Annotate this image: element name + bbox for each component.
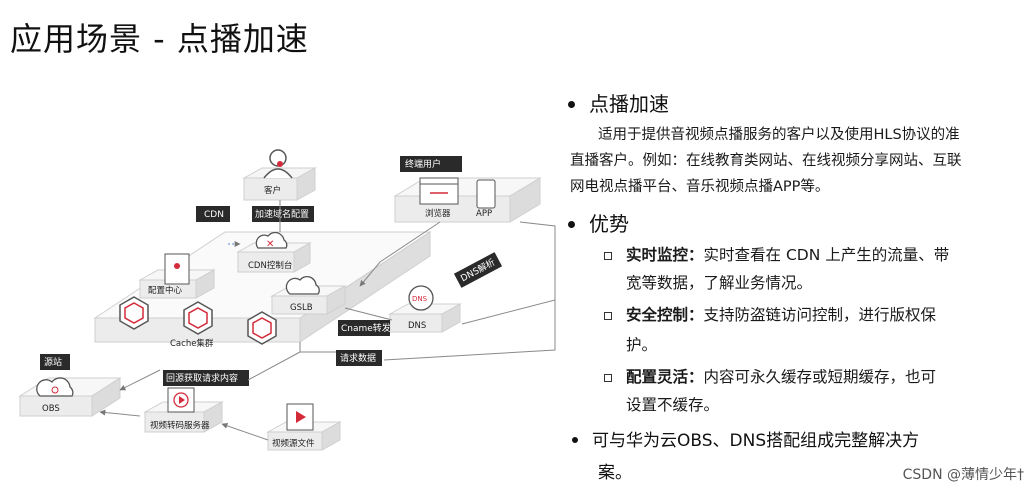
item-flexible: 配置灵活：内容可永久缓存或短期缓存，也可: [626, 362, 936, 392]
origin-tag: [40, 354, 70, 370]
bullet-dot: [568, 100, 575, 108]
dns-label: DNS: [408, 321, 426, 331]
dns-icon-text: DNS: [412, 295, 428, 303]
transcode-label: 视频转码服务器: [150, 420, 210, 431]
cache-nodes: [119, 296, 277, 345]
square-bullet: [604, 374, 612, 382]
config-center-node: 配置中心: [138, 253, 216, 299]
obs-label: OBS: [42, 404, 60, 414]
config-domain-label: 加速域名配置: [255, 208, 309, 220]
cdn-tag: [196, 206, 230, 222]
bullet-vod: 点播加速: [568, 88, 669, 117]
cache-cluster-label: Cache集群: [170, 338, 214, 349]
app-label: APP: [476, 209, 492, 219]
globe-icon: [408, 285, 434, 311]
cloud-icon: [255, 231, 288, 249]
advantages-heading: 优势: [589, 212, 629, 236]
video-file-icon: [286, 403, 314, 431]
customer-node: 客户: [242, 149, 317, 201]
item-text: 支持防盗链访问控制，进行版权保: [703, 306, 937, 324]
config-domain-tag: [252, 206, 314, 222]
source-file-node: 视频源文件: [266, 403, 342, 451]
item-security-cont: 护。: [626, 336, 658, 354]
cname-tag: [338, 320, 390, 336]
cdn-console-label: CDN控制台: [248, 260, 292, 271]
source-file-label: 视频源文件: [272, 438, 315, 449]
item-text: 内容可永久缓存或短期缓存，也可: [703, 368, 937, 386]
origin-label: 源站: [44, 356, 62, 368]
item-label: 实时监控：: [626, 246, 704, 264]
bullet-integration: 可与华为云OBS、DNS搭配组成完整解决方: [572, 426, 919, 451]
transcode-node: 视频转码服务器: [143, 387, 224, 433]
end-user-node: 终端用户 浏览器 APP: [393, 156, 542, 223]
gslb-label: GSLB: [290, 303, 313, 313]
watermark: CSDN @薄情少年†: [902, 467, 1024, 483]
request-data-label: 请求数据: [340, 352, 376, 364]
item-flexible-cont: 设置不缓存。: [626, 396, 720, 414]
config-center-label: 配置中心: [148, 285, 183, 296]
item-security: 安全控制：支持防盗链访问控制，进行版权保: [626, 300, 936, 330]
integration-line2: 案。: [598, 463, 632, 483]
vod-desc-line1: 适用于提供音视频点播服务的客户以及使用HLS协议的准: [598, 127, 960, 143]
item-label: 配置灵活：: [626, 368, 704, 386]
browser-icon: [419, 177, 459, 205]
phone-icon: [476, 179, 496, 209]
dns-resolve-tag: [453, 252, 503, 288]
end-user-label: 终端用户: [405, 158, 441, 170]
page-title: 应用场景 - 点播加速: [10, 20, 309, 58]
item-monitor-cont: 宽等数据，了解业务情况。: [626, 274, 813, 292]
vod-heading: 点播加速: [589, 92, 669, 116]
connectors: [99, 200, 556, 441]
browser-label: 浏览器: [425, 208, 451, 219]
item-label: 安全控制：: [626, 306, 704, 324]
cloud-icon: [285, 276, 320, 295]
request-data-tag: [336, 350, 382, 366]
svg-text:✕: ✕: [266, 239, 274, 250]
architecture-diagram: 客户 终端用户 浏览器 APP CDN 加速域名配置 ✕ CDN控制台 配置中心: [18, 149, 556, 451]
cname-label: Cname转发: [341, 322, 391, 334]
dns-node: DNS DNS: [388, 285, 462, 333]
obs-node: OBS: [18, 377, 122, 417]
customer-label: 客户: [264, 185, 281, 196]
back-to-origin-label: 回源获取请求内容: [166, 372, 238, 384]
bullet-advantages: 优势: [568, 208, 629, 237]
item-text: 实时查看在 CDN 上产生的流量、带: [703, 246, 950, 264]
cdn-console-node: ✕ CDN控制台: [236, 231, 312, 273]
vod-desc-line2: 直播客户。例如：在线教育类网站、在线视频分享网站、互联: [570, 153, 962, 169]
gslb-node: GSLB: [270, 276, 347, 315]
vod-desc-line3: 网电视点播平台、音乐视频点播APP等。: [570, 179, 830, 195]
square-bullet: [604, 312, 612, 320]
back-to-origin-tag: [163, 370, 249, 386]
bullet-dot: [572, 436, 578, 443]
bullet-dot: [568, 220, 575, 228]
cdn-tag-label: CDN: [204, 210, 224, 220]
integration-line1: 可与华为云OBS、DNS搭配组成完整解决方: [592, 431, 920, 451]
item-monitor: 实时监控：实时查看在 CDN 上产生的流量、带: [626, 240, 949, 270]
square-bullet: [604, 252, 612, 260]
